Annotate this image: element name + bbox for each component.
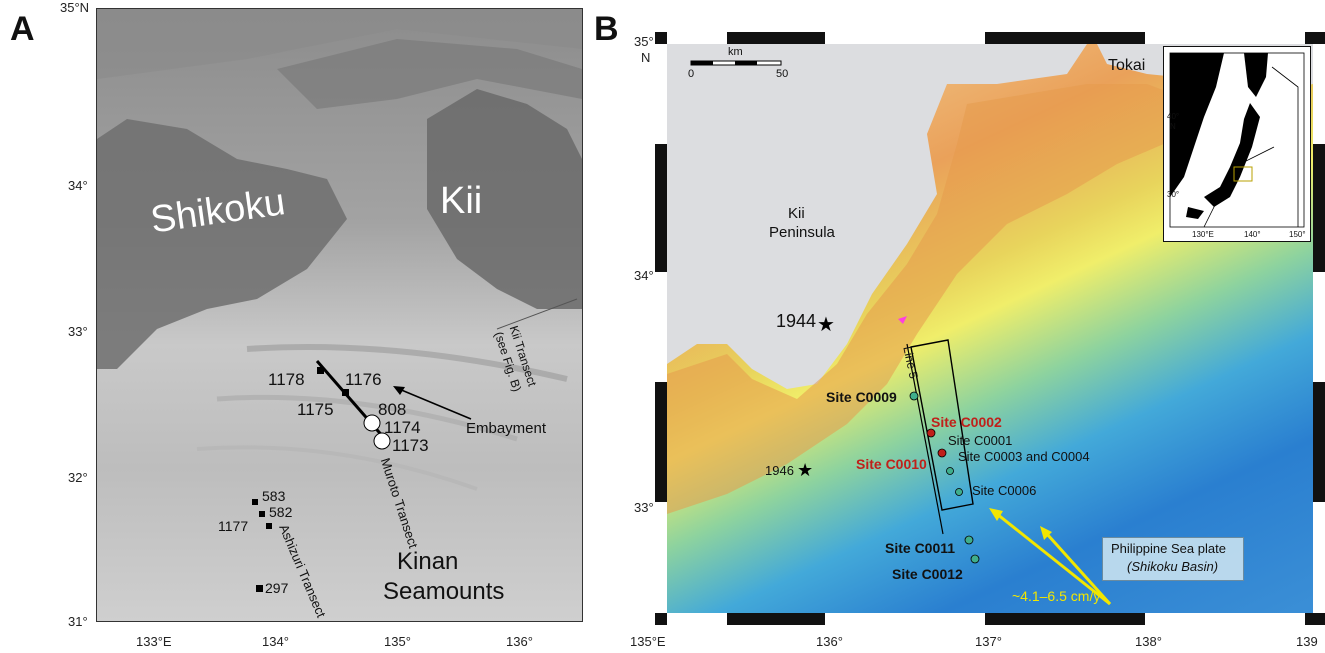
lon-tick-134: 134° xyxy=(262,634,289,649)
inset-map xyxy=(1163,46,1311,242)
site-1177-label: 1177 xyxy=(218,518,249,534)
b-lat-tick-33: 33° xyxy=(634,500,654,515)
site-c0006-marker xyxy=(955,488,963,496)
scale-max: 50 xyxy=(776,68,789,80)
site-c0002-marker xyxy=(926,428,936,438)
label-kii-1: Kii xyxy=(788,205,805,222)
inset-lat-30: 30° xyxy=(1167,190,1180,199)
panel-label-a: A xyxy=(10,10,35,48)
inset-lon-140: 140° xyxy=(1244,230,1261,239)
inset-lon-150: 150° xyxy=(1289,230,1306,239)
scale-unit: km xyxy=(728,46,743,58)
site-c0001-label: Site C0001 xyxy=(948,433,1013,448)
quake-1946-star: ★ xyxy=(797,460,813,481)
frame-ticks xyxy=(655,32,1325,625)
site-1176-label: 1176 xyxy=(345,370,382,389)
b-lat-tick-34: 34° xyxy=(634,268,654,283)
site-583-marker xyxy=(252,499,258,505)
quake-1946-label: 1946 xyxy=(765,463,794,478)
b-lat-tick-35: 35° xyxy=(634,34,654,49)
b-lon-tick-137: 137° xyxy=(975,634,1002,649)
inset-lat-40: 40° xyxy=(1167,112,1180,121)
inset-japan xyxy=(1169,52,1305,228)
site-583-label: 583 xyxy=(262,488,286,504)
site-1173-marker xyxy=(373,432,391,450)
site-c0012-label: Site C0012 xyxy=(892,566,963,582)
site-c0011-label: Site C0011 xyxy=(885,540,956,556)
scale-zero: 0 xyxy=(688,68,695,80)
lat-tick-32: 32° xyxy=(68,470,88,485)
plate-label-name: Philippine Sea plate xyxy=(1111,541,1226,556)
magenta-patch xyxy=(898,316,907,324)
label-tokai: Tokai xyxy=(1108,57,1146,74)
site-c0006-label: Site C0006 xyxy=(972,483,1037,498)
plate-label-box xyxy=(1102,537,1244,581)
inset-lat-n: N xyxy=(1170,122,1176,131)
lat-tick-33: 33° xyxy=(68,324,88,339)
b-lon-tick-138: 138° xyxy=(1135,634,1162,649)
quake-1944-label: 1944 xyxy=(776,311,817,331)
label-kii-2: Peninsula xyxy=(769,224,835,241)
lat-tick-31: 31° xyxy=(68,614,88,629)
quake-1944-star: ★ xyxy=(817,312,835,336)
site-1178-marker xyxy=(317,367,324,374)
site-582-label: 582 xyxy=(269,504,293,520)
site-c0010-label: Site C0010 xyxy=(856,456,927,472)
site-808-label: 808 xyxy=(378,400,407,419)
label-kii: Kii xyxy=(440,180,483,222)
b-lon-tick-135: 135°E xyxy=(630,634,666,649)
inset-lon-130: 130°E xyxy=(1192,230,1214,239)
site-297-label: 297 xyxy=(265,580,289,596)
site-c0009-label: Site C0009 xyxy=(826,389,897,405)
label-kinan: Kinan xyxy=(397,548,459,575)
site-1177-marker xyxy=(266,523,272,529)
shaded-relief-map xyxy=(96,8,583,622)
b-lon-tick-136: 136° xyxy=(816,634,843,649)
panel-label-b: B xyxy=(594,10,619,48)
site-1173-label: 1173 xyxy=(392,436,429,455)
lon-tick-136: 136° xyxy=(506,634,533,649)
relief-terrain xyxy=(97,9,582,592)
site-1175-marker xyxy=(342,389,349,396)
site-297-marker xyxy=(256,585,263,592)
label-seamounts: Seamounts xyxy=(383,578,505,605)
lat-tick-34: 34° xyxy=(68,178,88,193)
site-1178-label: 1178 xyxy=(268,370,305,389)
embayment-label: Embayment xyxy=(466,420,547,437)
site-c0010-marker xyxy=(937,448,947,458)
site-c0012-marker xyxy=(970,554,980,564)
b-lon-tick-139: 139 xyxy=(1296,634,1318,649)
site-c0011-marker xyxy=(964,535,974,545)
lon-tick-133: 133°E xyxy=(136,634,172,649)
b-lat-tick-n: N xyxy=(641,50,651,65)
site-1175-label: 1175 xyxy=(297,400,334,419)
site-c0003-marker xyxy=(946,467,954,475)
site-c0002-label: Site C0002 xyxy=(931,414,1002,430)
site-808-marker xyxy=(363,414,381,432)
plate-label-basin: (Shikoku Basin) xyxy=(1127,559,1219,574)
site-1174-label: 1174 xyxy=(384,418,421,437)
site-c0003-label: Site C0003 and C0004 xyxy=(958,449,1090,464)
convergence-rate: ~4.1–6.5 cm/y xyxy=(1012,588,1101,604)
site-582-marker xyxy=(259,511,265,517)
lon-tick-135: 135° xyxy=(384,634,411,649)
site-c0009-marker xyxy=(909,391,919,401)
lat-tick-35: 35°N xyxy=(60,0,90,15)
